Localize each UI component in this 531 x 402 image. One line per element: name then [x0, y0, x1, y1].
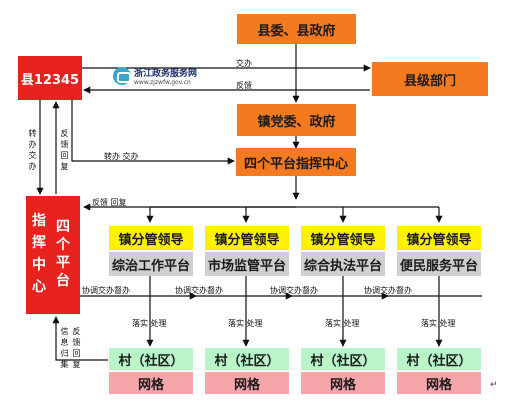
gov-service-icon — [113, 67, 131, 85]
v-transfer-label: 转办交办 — [28, 129, 37, 171]
coordinate-label: 协调交办督办 — [364, 286, 412, 295]
command-center-right-text: 四个平台 — [56, 219, 70, 289]
leader-box: 镇分管领导 — [301, 226, 385, 250]
leader-box: 镇分管领导 — [205, 226, 289, 250]
village-box: 村（社区） — [109, 348, 193, 370]
four-platform-center-box: 四个平台指挥中心 — [236, 148, 356, 176]
platform-box: 市场监管平台 — [205, 252, 289, 276]
feedback-label: 反馈 — [236, 81, 252, 90]
feedback-report-label: 反馈回复 — [72, 327, 81, 369]
return-mark: ↵ — [490, 380, 498, 390]
implement-label: 落实 处理 — [228, 319, 263, 328]
platform-box: 综合执法平台 — [301, 252, 385, 276]
feedback-reply-label: 反馈 回复 — [92, 198, 127, 207]
grid-box: 网格 — [109, 372, 193, 394]
platform-box: 便民服务平台 — [397, 252, 481, 276]
coordinate-label: 协调交办督办 — [175, 286, 223, 295]
county-depts-box: 县级部门 — [372, 62, 488, 96]
implement-label: 落实 处理 — [132, 319, 167, 328]
village-box: 村（社区） — [301, 348, 385, 370]
grid-box: 网格 — [205, 372, 289, 394]
leader-box: 镇分管领导 — [109, 226, 193, 250]
leader-box: 镇分管领导 — [397, 226, 481, 250]
command-center-left-text: 指挥中心 — [32, 213, 46, 295]
logo-title: 浙江政务服务网 — [134, 69, 198, 79]
coordinate-label: 协调交办督办 — [82, 286, 130, 295]
town-gov-box: 镇党委、政府 — [237, 104, 356, 136]
platform-box: 综治工作平台 — [109, 252, 193, 276]
implement-label: 落实 处理 — [421, 319, 456, 328]
transfer-assign-label: 转办 交办 — [104, 152, 139, 161]
grid-box: 网格 — [397, 372, 481, 394]
assign-label: 交办 — [236, 59, 252, 68]
coordinate-label: 协调交办督办 — [270, 286, 318, 295]
implement-label: 落实 处理 — [325, 319, 360, 328]
command-center-box: 指挥中心 四个平台 — [26, 196, 80, 314]
county-gov-box: 县委、县政府 — [237, 14, 356, 44]
village-box: 村（社区） — [205, 348, 289, 370]
village-box: 村（社区） — [397, 348, 481, 370]
info-collect-label: 信息归集 — [60, 327, 69, 369]
grid-box: 网格 — [301, 372, 385, 394]
v-feedback-label: 反馈回复 — [60, 129, 69, 171]
zjzwfw-logo: 浙江政务服务网 www.zjzwfw.gov.cn — [113, 64, 209, 90]
county-12345-box: 县12345 — [18, 56, 82, 100]
logo-url: www.zjzwfw.gov.cn — [134, 79, 191, 86]
